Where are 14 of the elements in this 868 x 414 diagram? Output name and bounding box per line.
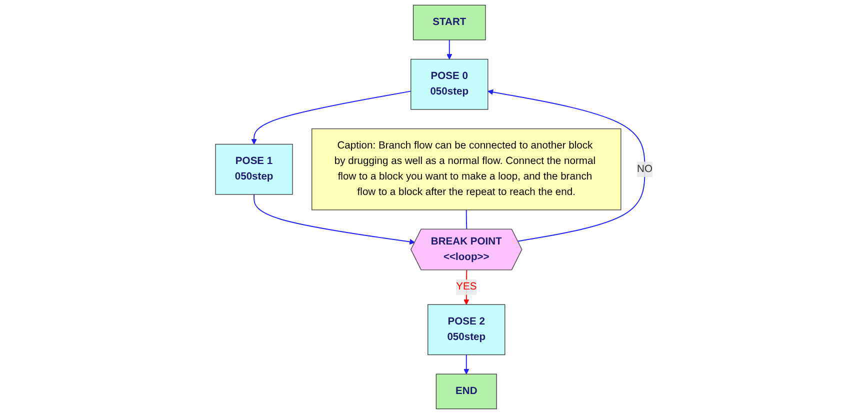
node-box: POSE 0 050step	[410, 58, 488, 110]
arrow	[464, 354, 470, 374]
node-box: POSE 1 050step	[215, 144, 293, 195]
arrow	[254, 194, 416, 245]
edge-label: NO	[637, 164, 652, 174]
arrow	[488, 89, 646, 242]
node-box: START	[412, 4, 486, 40]
arrow	[446, 39, 452, 60]
edge-label: YES	[456, 281, 477, 292]
node-box: POSE 2 050step	[428, 304, 506, 356]
arrow	[251, 90, 412, 144]
node-box: END	[436, 374, 497, 410]
connector	[466, 209, 468, 230]
node-box: Caption: Branch flow can be connected to another block by drugging as well as a normal flow. Connect the normal flow to a block you want to make a loop, and the branch flow to a block after the repeat to reach the end.	[312, 128, 622, 210]
